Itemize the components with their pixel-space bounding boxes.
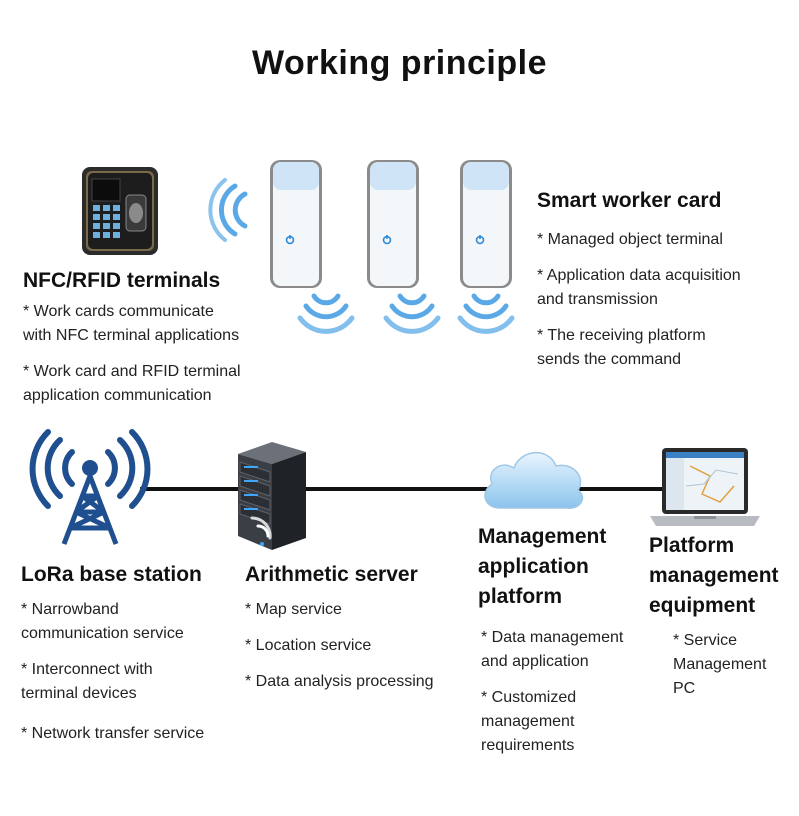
nfc-heading: NFC/RFID terminals [23,269,221,292]
nfc-wave-icon [383,293,441,334]
card-item: * The receiving platform sends the comma… [537,327,706,368]
platform-item: * Customized management requirements [481,689,577,754]
worker-card-icon [367,160,419,288]
nfc-wave-icon [457,293,515,334]
worker-card-icon [460,160,512,288]
lora-item: * Network transfer service [21,725,205,742]
card-item: * Application data acquisition and trans… [537,267,741,308]
equipment-heading: Platform management equipment [649,534,779,617]
platform-item: * Data management and application [481,629,624,670]
server-item: * Location service [245,637,372,654]
nfc-item: * Work cards communicate with NFC termin… [23,303,240,344]
laptop-icon [650,448,760,526]
nfc-wave-icon [208,178,248,242]
lora-tower-icon [29,429,151,545]
server-icon [238,442,306,550]
fingerprint-terminal-icon [82,167,158,255]
lora-item: * Narrowband communication service [21,601,184,642]
page-title: Working principle [251,44,547,82]
platform-heading: Management application platform [478,525,607,608]
nfc-wave-icon [297,293,355,334]
lora-item: * Interconnect with terminal devices [21,661,153,702]
card-heading: Smart worker card [537,189,722,212]
lora-heading: LoRa base station [21,563,202,586]
server-heading: Arithmetic server [245,563,418,586]
worker-card-icon [270,160,322,288]
nfc-item: * Work card and RFID terminal applicatio… [23,363,241,404]
server-item: * Map service [245,601,342,618]
server-item: * Data analysis processing [245,673,434,690]
card-item: * Managed object terminal [537,231,723,248]
equipment-item: * Service Management PC [673,632,767,697]
cloud-icon [484,451,584,509]
